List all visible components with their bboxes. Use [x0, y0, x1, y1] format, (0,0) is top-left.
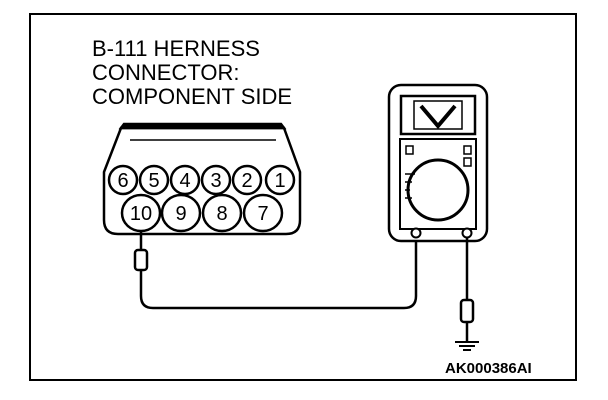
v-voltage-icon	[419, 104, 457, 130]
figure-code: AK000386AI	[445, 360, 532, 377]
harness-connector	[102, 122, 302, 236]
title-line-2: CONNECTOR:	[92, 60, 240, 85]
pin-label-3: 3	[210, 170, 221, 192]
pin-label-6: 6	[117, 170, 128, 192]
meter-dial	[406, 158, 470, 222]
pin-label-2: 2	[241, 170, 252, 192]
pin-9	[160, 193, 202, 233]
diagram-frame	[29, 13, 577, 381]
pin-4	[169, 164, 201, 196]
ground-icon	[455, 341, 479, 351]
pin-label-9: 9	[175, 203, 186, 225]
pin-label-4: 4	[179, 170, 190, 192]
pin-5	[138, 164, 170, 196]
meter-switch-right-1	[463, 145, 472, 155]
ground-lead	[459, 238, 475, 342]
diagram-title: B-111 HERNESS CONNECTOR: COMPONENT SIDE	[92, 37, 352, 109]
connector-body-outline	[102, 126, 302, 236]
pin-2	[231, 164, 263, 196]
pin-label-10: 10	[130, 203, 152, 225]
pin-label-7: 7	[257, 203, 268, 225]
meter-switch-right-2	[463, 157, 472, 167]
pin-label-8: 8	[216, 203, 227, 225]
meter-switch-left	[405, 145, 414, 155]
pin-8	[201, 193, 243, 233]
meter-terminal-v	[461, 227, 473, 239]
pin-7	[242, 193, 284, 233]
ground-probe-icon	[459, 298, 475, 324]
pin-labels: 6 5 4 3 2 1 10 9 8 7	[117, 170, 285, 225]
connector-bottom-row	[120, 193, 284, 233]
multimeter	[387, 83, 489, 243]
meter-terminal-com	[410, 227, 422, 239]
meter-scale-marks	[405, 173, 415, 199]
pin-6	[107, 164, 139, 196]
title-line-3: COMPONENT SIDE	[92, 84, 293, 109]
pin-3	[200, 164, 232, 196]
probe-connector-pin	[133, 231, 149, 296]
pin-1	[264, 164, 296, 196]
test-lead-wire	[139, 236, 418, 310]
title-line-1: B-111 HERNESS	[92, 36, 260, 61]
pin-label-5: 5	[148, 170, 159, 192]
connector-top-row	[107, 164, 296, 196]
pin-label-1: 1	[274, 170, 285, 192]
probe-tip-icon	[133, 248, 149, 272]
